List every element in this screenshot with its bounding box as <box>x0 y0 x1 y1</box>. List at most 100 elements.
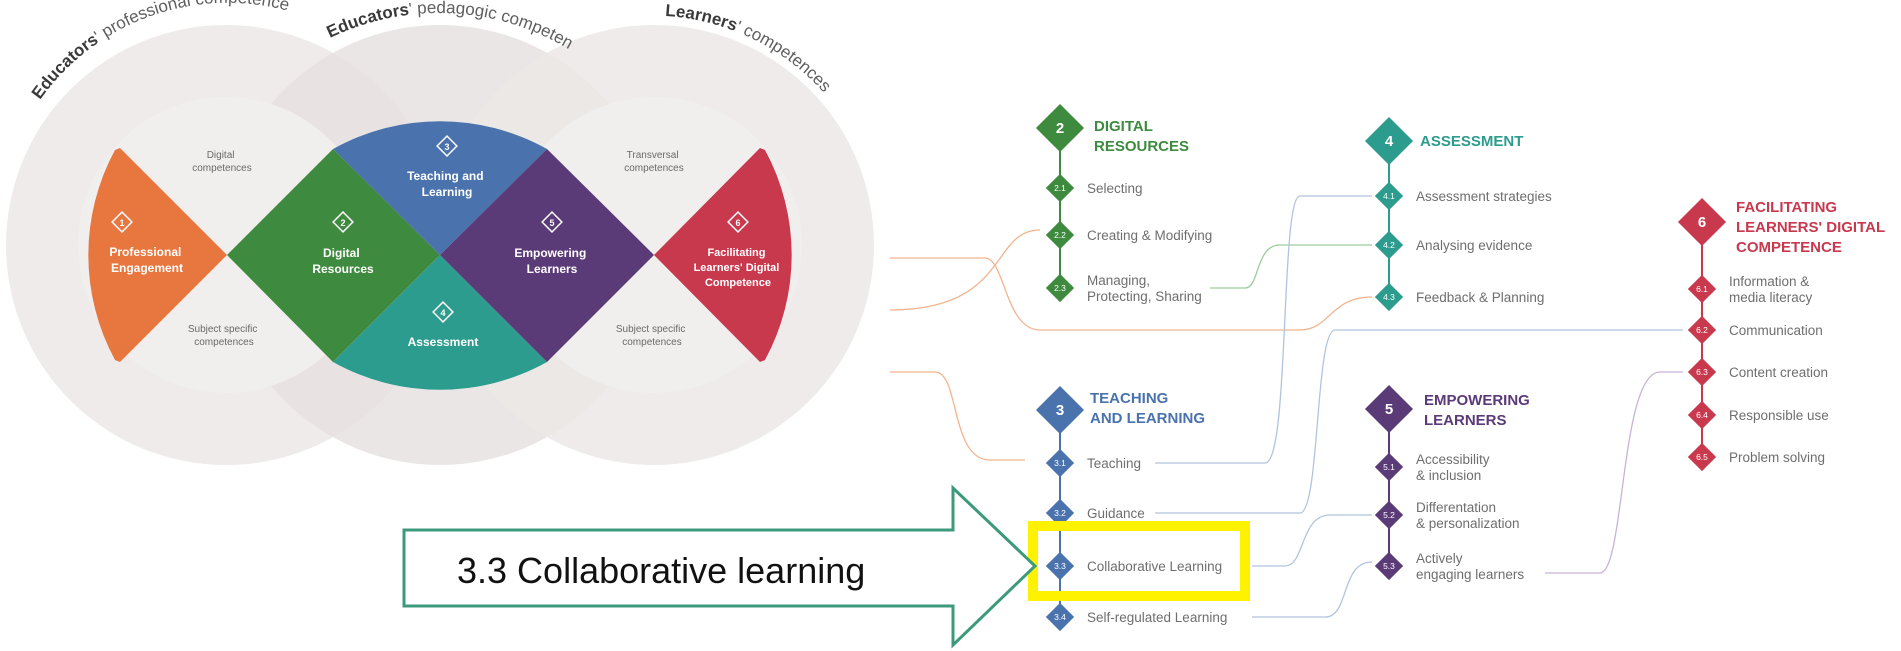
item-number: 5.3 <box>1383 561 1395 571</box>
area-number: 2 <box>1056 120 1064 137</box>
area-shape-empowering-learners <box>440 149 654 362</box>
highlight-box-collaborative-learning <box>1028 521 1250 601</box>
competence-item: 2.3 Managing,Protecting, Sharing <box>1045 273 1202 304</box>
annotation-transversal-competences: Transversal competences <box>624 150 683 174</box>
item-label: Guidance <box>1087 506 1145 521</box>
connector-lines <box>889 195 1683 618</box>
area-label-professional-engagement: Professional Engagement <box>109 245 184 275</box>
area-shape-professional-engagement <box>88 148 228 362</box>
item-diamond <box>1374 282 1404 312</box>
item-number: 3.4 <box>1054 612 1066 622</box>
item-diamond <box>1045 448 1075 478</box>
venn-area-labels: 1 Professional Engagement 2 Digital Reso… <box>109 135 783 349</box>
item-diamond <box>1374 551 1404 581</box>
item-number: 6.5 <box>1696 452 1708 462</box>
area-label-facilitating: Facilitating Learners' Digital Competenc… <box>694 247 783 289</box>
area-shape-digital-resources <box>227 149 440 362</box>
item-diamond <box>1687 274 1717 304</box>
annotation-subject-specific-right: Subject specific competences <box>616 324 688 348</box>
item-label: Collaborative Learning <box>1087 559 1222 574</box>
area-number: 6 <box>1698 214 1706 231</box>
competence-item: 6.1 Information &media literacy <box>1687 274 1813 305</box>
area-shape-assessment <box>333 255 547 390</box>
item-number: 3.3 <box>1054 561 1066 571</box>
item-label: Teaching <box>1087 456 1141 471</box>
item-diamond <box>1374 500 1404 530</box>
callout-text: 3.3 Collaborative learning <box>457 550 865 591</box>
competence-item: 4.3 Feedback & Planning <box>1374 282 1544 312</box>
item-diamond <box>1374 452 1404 482</box>
item-number: 2.3 <box>1054 283 1066 293</box>
item-diamond <box>1045 220 1075 250</box>
area-label-digital-resources: Digital Resources <box>312 246 374 276</box>
competence-item: 3.4 Self-regulated Learning <box>1045 602 1227 632</box>
area-shape-facilitating-learners <box>654 148 792 362</box>
venn-annotations: Digital competences Transversal competen… <box>188 150 688 348</box>
item-diamond <box>1045 273 1075 303</box>
area-shape-teaching-learning <box>333 121 547 255</box>
item-label: Feedback & Planning <box>1416 290 1544 305</box>
item-number: 6.2 <box>1696 325 1708 335</box>
item-number: 3.1 <box>1054 458 1066 468</box>
item-label: Problem solving <box>1729 450 1825 465</box>
venn-area-shapes <box>88 121 792 390</box>
item-label: Content creation <box>1729 365 1828 380</box>
item-label: Analysing evidence <box>1416 238 1532 253</box>
svg-text:1: 1 <box>119 218 124 228</box>
item-number: 4.1 <box>1383 191 1395 201</box>
item-diamond <box>1687 315 1717 345</box>
area-label-1: 1 Professional Engagement <box>109 211 184 275</box>
area-label-assessment: Assessment <box>408 335 479 349</box>
svg-text:6: 6 <box>735 218 740 228</box>
area-number: 5 <box>1385 401 1393 418</box>
area-label-4: 4 Assessment <box>408 301 479 349</box>
item-diamond <box>1045 602 1075 632</box>
item-diamond <box>1687 442 1717 472</box>
item-number: 5.1 <box>1383 462 1395 472</box>
annotation-digital-competences: Digital competences <box>192 150 251 174</box>
competence-item: 3.3 Collaborative Learning <box>1045 551 1222 581</box>
item-number: 6.1 <box>1696 284 1708 294</box>
item-diamond <box>1045 498 1075 528</box>
callout-arrow <box>402 484 1038 649</box>
item-label: Selecting <box>1087 181 1143 196</box>
item-number: 4.3 <box>1383 292 1395 302</box>
area-label-3: 3 Teaching and Learning <box>407 135 484 199</box>
item-number: 6.4 <box>1696 410 1708 420</box>
competence-item: 2.2 Creating & Modifying <box>1045 220 1212 250</box>
item-label: Responsible use <box>1729 408 1829 423</box>
item-diamond <box>1374 230 1404 260</box>
competence-item: 4.2 Analysing evidence <box>1374 230 1532 260</box>
item-label: Information &media literacy <box>1729 274 1813 305</box>
annotation-subject-specific-left: Subject specific competences <box>188 324 260 348</box>
item-label: Managing,Protecting, Sharing <box>1087 273 1202 304</box>
item-diamond <box>1374 181 1404 211</box>
competence-item: 6.5 Problem solving <box>1687 442 1825 472</box>
svg-text:4: 4 <box>440 308 445 318</box>
item-number: 6.3 <box>1696 367 1708 377</box>
item-number: 2.2 <box>1054 230 1066 240</box>
item-label: Self-regulated Learning <box>1087 610 1227 625</box>
area-label-empowering-learners: Empowering Learners <box>514 246 589 276</box>
item-number: 4.2 <box>1383 240 1395 250</box>
area-number: 3 <box>1056 402 1064 419</box>
item-diamond <box>1045 173 1075 203</box>
item-label: Creating & Modifying <box>1087 228 1212 243</box>
